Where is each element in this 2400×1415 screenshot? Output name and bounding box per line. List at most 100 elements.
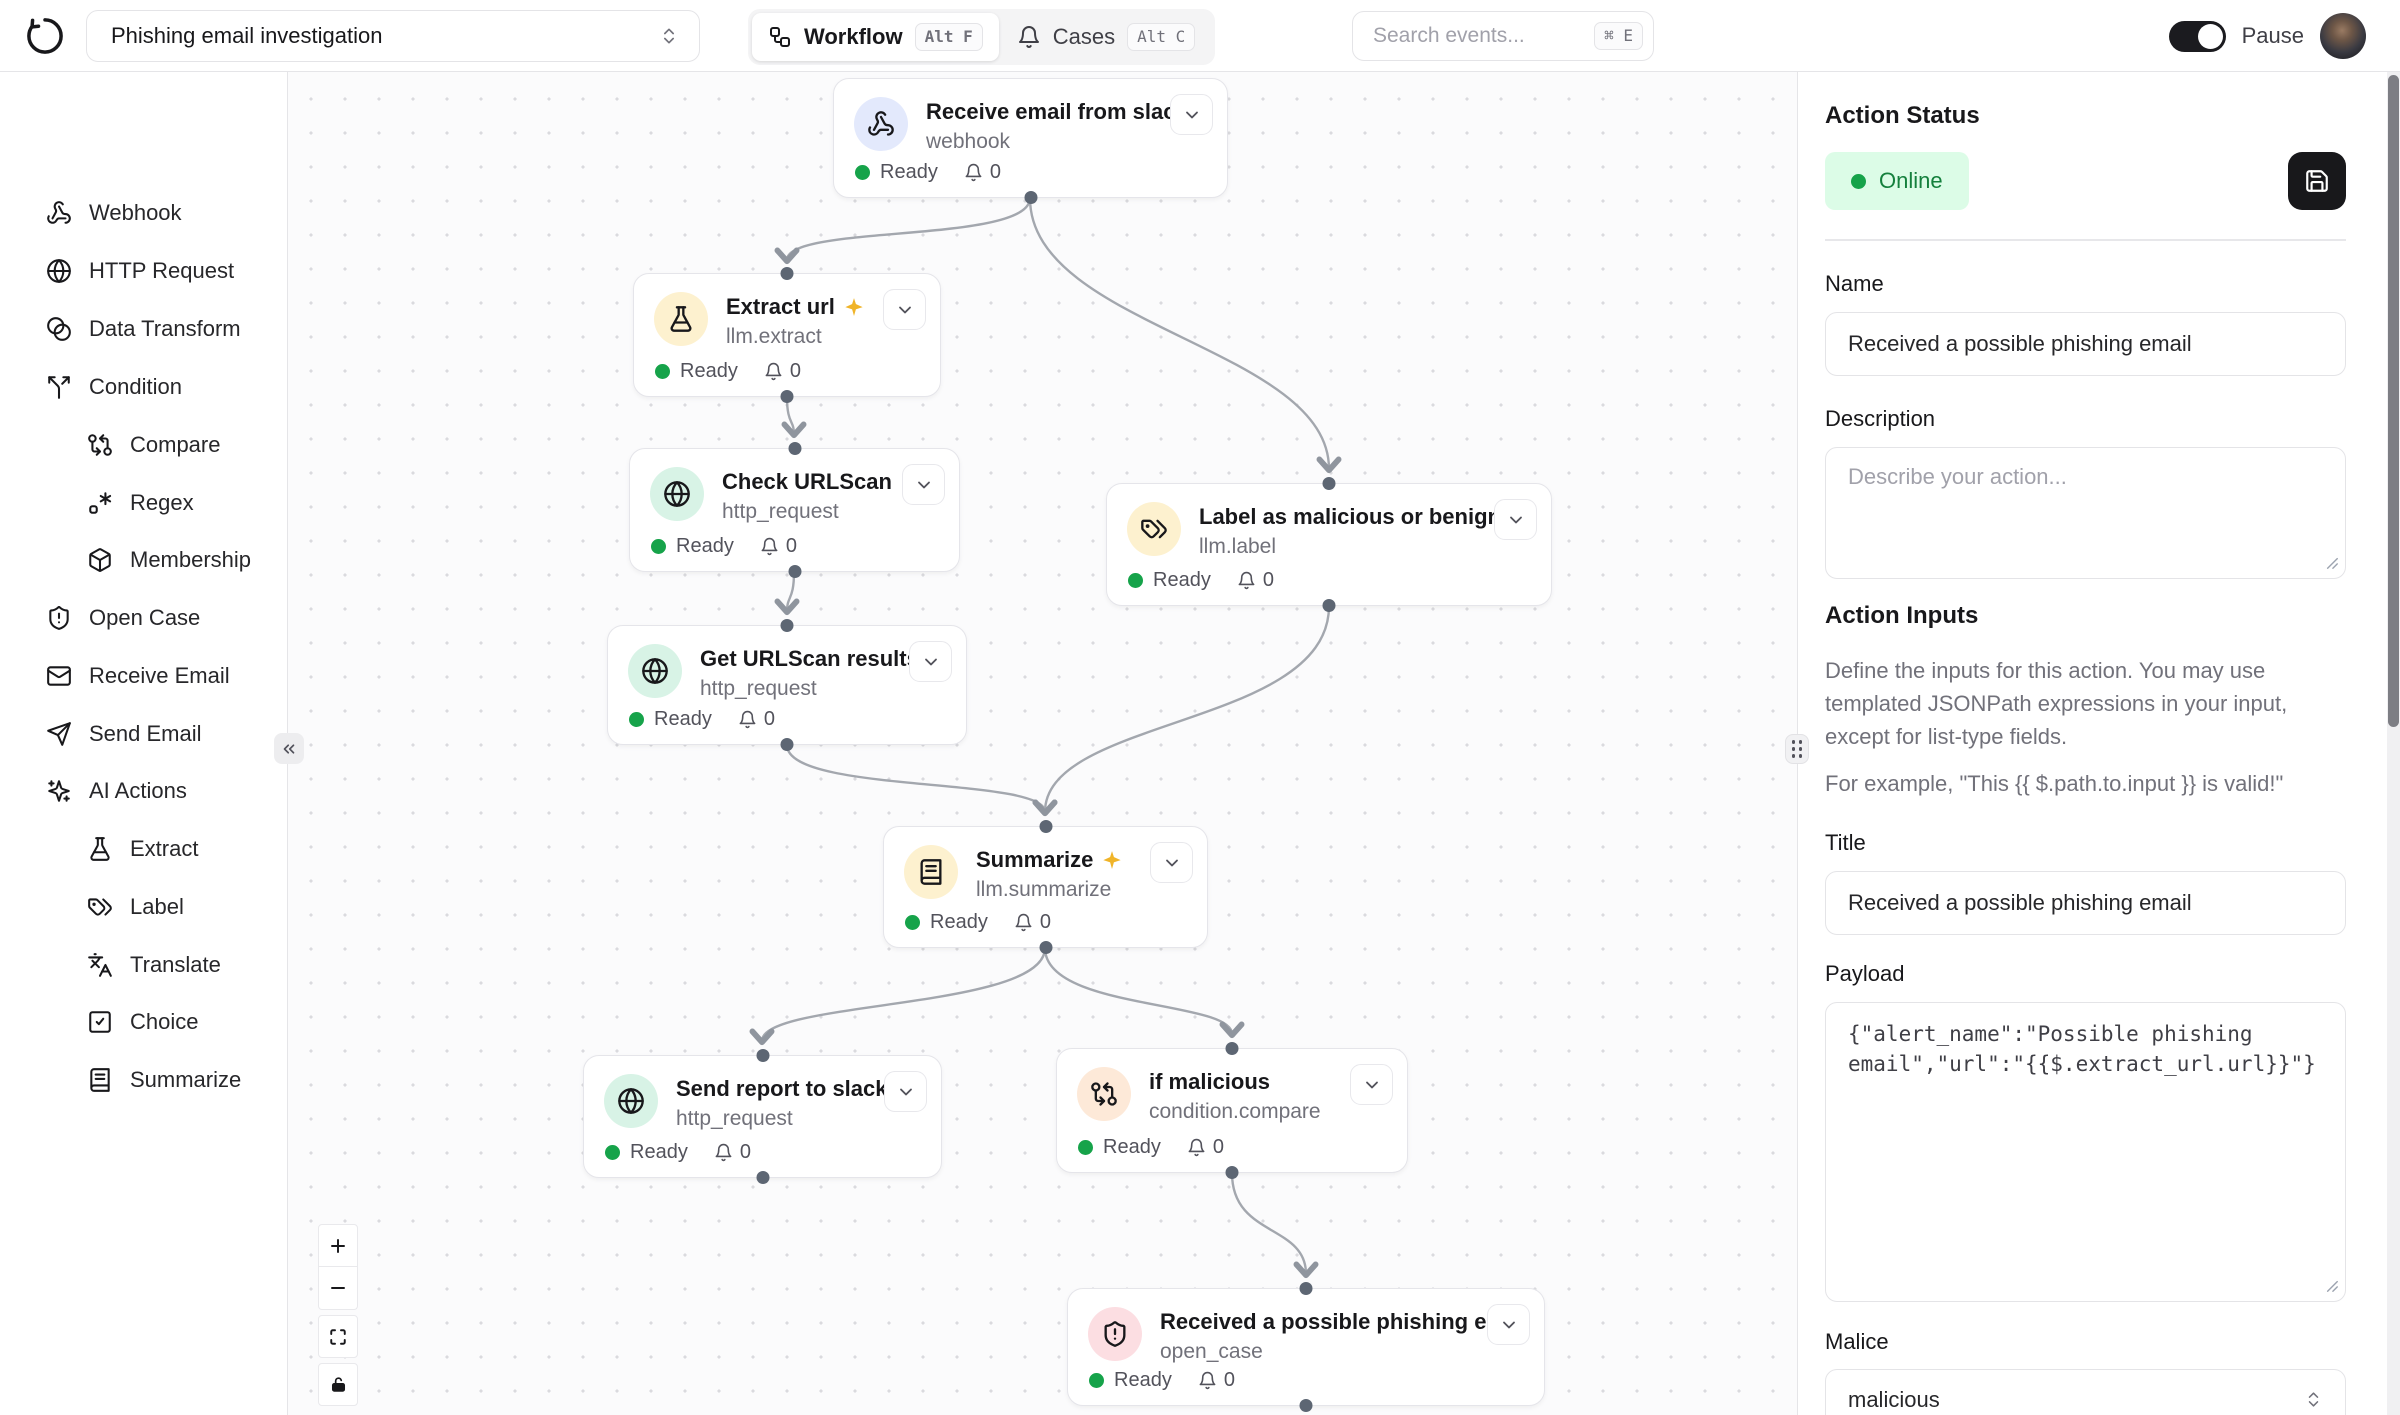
node-menu-button[interactable] (1350, 1064, 1393, 1105)
sidebar-item-translate[interactable]: Translate (0, 940, 288, 990)
connection-handle[interactable] (1039, 820, 1052, 833)
zoom-out-button[interactable] (318, 1267, 358, 1310)
connection-handle[interactable] (1039, 941, 1052, 954)
sidebar-item-ai-actions[interactable]: AI Actions (0, 766, 288, 816)
sidebar-item-receive-email[interactable]: Receive Email (0, 651, 288, 701)
node-menu-button[interactable] (883, 289, 926, 330)
name-label: Name (1825, 270, 1884, 296)
pause-toggle[interactable] (2168, 20, 2226, 52)
sparkle-icon (845, 298, 863, 317)
sidebar-item-condition[interactable]: Condition (0, 362, 288, 412)
sidebar-item-label: Extract (130, 836, 199, 861)
bell-ring-icon (761, 537, 778, 556)
sidebar-item-regex[interactable]: Regex (0, 478, 288, 528)
workflow-node-label-malicious-or-benign[interactable]: Label as malicious or benign llm.label R… (1106, 477, 1552, 612)
workflow-icon (768, 25, 792, 49)
description-textarea[interactable] (1825, 446, 2346, 579)
connection-handle[interactable] (756, 1049, 769, 1062)
sparkle-icon (1103, 851, 1122, 870)
workflow-node-check-urlscan[interactable]: Check URLScan http_request Ready 0 (629, 442, 960, 578)
connection-handle[interactable] (780, 738, 794, 751)
sidebar-collapse-button[interactable] (274, 733, 304, 764)
connection-handle[interactable] (1225, 1166, 1239, 1179)
sidebar-item-label: Membership (130, 547, 252, 572)
chevrons-up-down-icon (659, 26, 679, 46)
action-detail-panel: Action Status Online Name Description Ac… (1797, 72, 2400, 1415)
workflow-canvas[interactable]: Receive email from slack webhook Ready 0 (288, 72, 1797, 1415)
action-status-heading: Action Status (1825, 102, 1980, 129)
connection-handle[interactable] (756, 1171, 769, 1184)
panel-resize-handle[interactable] (1785, 734, 1809, 764)
sidebar-item-data-transform[interactable]: Data Transform (0, 304, 288, 354)
git-compare-icon (87, 432, 113, 458)
connection-handle[interactable] (1299, 1282, 1313, 1295)
fit-view-button[interactable] (318, 1315, 358, 1358)
panel-scrollbar[interactable] (2387, 72, 2400, 1415)
search-events-input[interactable] (1373, 24, 1585, 48)
connection-handle[interactable] (788, 442, 801, 455)
node-menu-button[interactable] (1170, 94, 1213, 135)
connection-handle[interactable] (1299, 1399, 1313, 1412)
workflow-node-extract-url[interactable]: Extract url llm.extract Ready 0 (633, 267, 941, 403)
status-dot (905, 915, 920, 930)
node-menu-button[interactable] (1487, 1304, 1530, 1345)
connection-handle[interactable] (788, 565, 801, 578)
workflow-node-open-case[interactable]: Received a possible phishing email open_… (1067, 1282, 1545, 1412)
save-button[interactable] (2288, 152, 2346, 210)
connection-handle[interactable] (1225, 1042, 1239, 1055)
webhook-icon (854, 97, 908, 151)
node-menu-button[interactable] (884, 1071, 927, 1112)
name-input[interactable] (1825, 311, 2346, 376)
lock-button[interactable] (318, 1363, 358, 1406)
node-subtitle: webhook (926, 130, 1011, 153)
mail-icon (46, 663, 72, 689)
sidebar-item-compare[interactable]: Compare (0, 420, 288, 470)
title-input[interactable] (1825, 870, 2346, 935)
node-status: Ready (680, 360, 738, 382)
workflow-selector[interactable]: Phishing email investigation (86, 10, 700, 62)
action-inputs-heading: Action Inputs (1825, 601, 1979, 629)
connection-handle[interactable] (780, 267, 794, 280)
sidebar-item-extract[interactable]: Extract (0, 824, 288, 874)
scrollbar-thumb[interactable] (2388, 75, 2399, 727)
node-status: Ready (654, 708, 712, 730)
connection-handle[interactable] (1024, 191, 1037, 204)
connection-handle[interactable] (1322, 477, 1336, 490)
sidebar-item-choice[interactable]: Choice (0, 997, 288, 1047)
section-divider (1825, 239, 2346, 241)
online-label: Online (1879, 168, 1943, 193)
sidebar-item-label: HTTP Request (89, 258, 235, 283)
workflow-node-get-urlscan-results[interactable]: Get URLScan results http_request Ready 0 (607, 619, 967, 751)
node-event-count: 0 (763, 708, 775, 730)
sidebar-item-label: Receive Email (89, 663, 230, 688)
connection-handle[interactable] (1322, 599, 1336, 612)
sidebar-item-send-email[interactable]: Send Email (0, 709, 288, 759)
tab-workflow[interactable]: Workflow Alt F (752, 13, 999, 61)
node-menu-button[interactable] (1494, 499, 1537, 540)
user-avatar[interactable] (2320, 13, 2366, 59)
sidebar-item-membership[interactable]: Membership (0, 535, 288, 585)
workflow-node-send-report-to-slack[interactable]: Send report to slack http_request Ready … (583, 1049, 942, 1184)
sidebar-item-open-case[interactable]: Open Case (0, 593, 288, 643)
connection-handle[interactable] (780, 619, 794, 632)
sidebar-item-webhook[interactable]: Webhook (0, 188, 288, 238)
workflow-node-summarize[interactable]: Summarize llm.summarize Ready 0 (883, 820, 1208, 954)
node-menu-button[interactable] (1150, 842, 1193, 883)
sidebar-item-summarize[interactable]: Summarize (0, 1055, 288, 1105)
connection-handle[interactable] (780, 390, 794, 403)
workflow-node-receive-email-from-slack[interactable]: Receive email from slack webhook Ready 0 (833, 78, 1228, 204)
resize-grip-icon[interactable] (2325, 1279, 2339, 1293)
sidebar-item-http-request[interactable]: HTTP Request (0, 246, 288, 296)
resize-grip-icon[interactable] (2325, 556, 2339, 570)
chevron-down-icon (1165, 859, 1178, 866)
malice-select[interactable]: malicious (1825, 1368, 2346, 1415)
node-menu-button[interactable] (902, 464, 945, 505)
sidebar-item-label-action[interactable]: Label (0, 882, 288, 932)
tab-cases[interactable]: Cases Alt C (1001, 13, 1212, 61)
title-label: Title (1825, 829, 1866, 855)
node-menu-button[interactable] (909, 641, 952, 682)
workflow-node-if-malicious[interactable]: if malicious condition.compare Ready 0 (1056, 1042, 1408, 1179)
chevron-down-icon (1509, 516, 1522, 523)
payload-textarea[interactable]: {"alert_name":"Possible phishing email",… (1825, 1001, 2346, 1302)
zoom-in-button[interactable] (318, 1224, 358, 1267)
